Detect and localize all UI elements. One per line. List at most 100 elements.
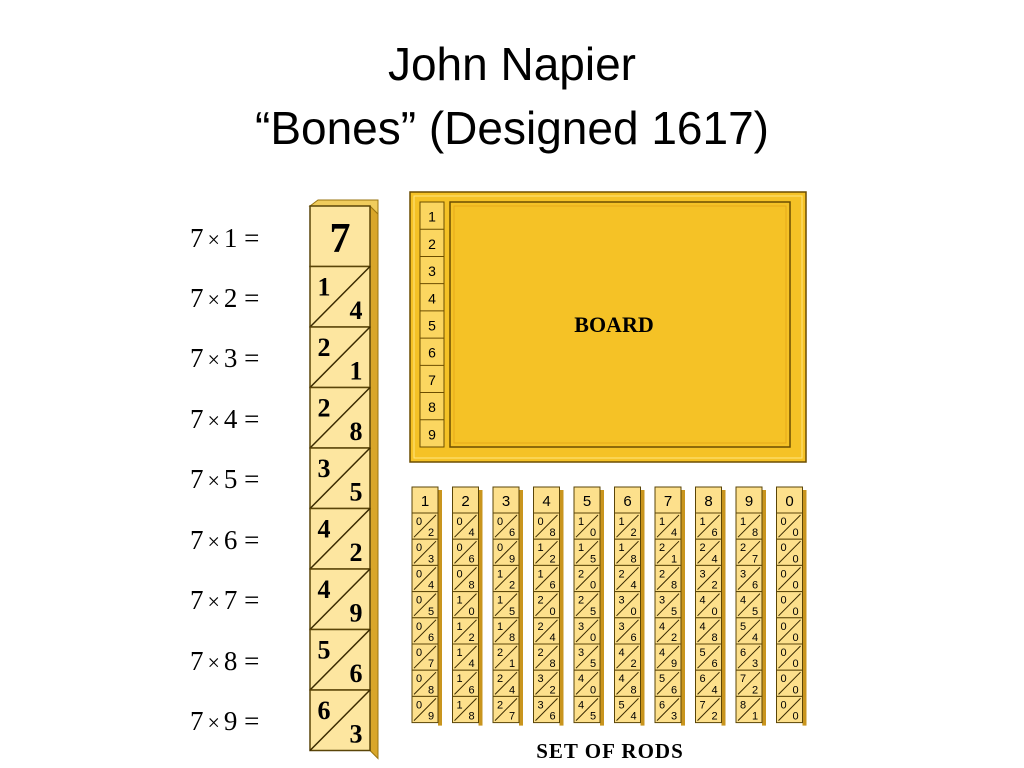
rod-cell (654, 695, 682, 724)
rod-cell (776, 538, 803, 566)
rod-cell (776, 564, 803, 593)
rod-units-digit: 2 (428, 527, 434, 539)
rod-tens-digit: 4 (618, 673, 624, 685)
rod-cell (614, 512, 641, 540)
rod-header-cell (533, 486, 560, 514)
rod-cell-diagonal (535, 645, 558, 669)
rod-cell (492, 695, 520, 724)
rod-units-digit: 4 (752, 632, 758, 644)
rod-units-digit: 6 (509, 527, 515, 539)
rod-cell (492, 564, 520, 593)
rod-units-digit: 0 (711, 606, 717, 618)
rod-tens-digit: 7 (740, 673, 746, 685)
rod-cell (452, 591, 479, 619)
rod-cell (533, 669, 560, 697)
rod-tens-digit: 2 (618, 568, 624, 580)
rod-cell-diagonal (737, 698, 761, 721)
rod-cell (533, 564, 560, 593)
large-bone-diagonal (309, 689, 371, 752)
rod-tens-digit: 0 (416, 568, 422, 580)
board-frame (409, 191, 807, 463)
times-sign: × (207, 589, 220, 614)
rod-cell (452, 669, 479, 697)
rod-cell-diagonal (575, 567, 599, 590)
rod-tens-digit: 1 (578, 516, 584, 528)
rod-units-digit: 3 (671, 711, 677, 723)
rod-cell-diagonal (656, 540, 680, 564)
rod-tens-digit: 1 (456, 621, 462, 633)
rod-tens-digit: 0 (456, 568, 462, 580)
equation-2: 7×2 = (190, 278, 300, 318)
rod-cell (533, 695, 560, 724)
rod-tens-digit: 0 (537, 516, 543, 528)
rod-cell (614, 591, 641, 619)
rod-units-digit: 2 (549, 553, 555, 565)
rod-cell (654, 512, 682, 540)
rod-cell-diagonal (413, 619, 437, 643)
rod-header-digit: 7 (664, 493, 672, 510)
equation-multiplier: 7 (190, 585, 204, 615)
rod-cell (533, 643, 560, 671)
rod-cell (776, 643, 803, 671)
rod-cell-diagonal (494, 593, 518, 617)
rod-tens-digit: 0 (416, 542, 422, 554)
rod-cell (411, 695, 439, 724)
rod-cell (695, 591, 722, 619)
rod-cell (614, 564, 641, 593)
rod-tens-digit: 1 (659, 516, 665, 528)
rod-cell-diagonal (535, 619, 558, 643)
rod-cell-diagonal (575, 671, 599, 695)
rod-units-digit: 2 (630, 527, 636, 539)
rod-tens-digit: 4 (618, 647, 624, 659)
rod-units-digit: 1 (752, 711, 758, 723)
rod-cell-diagonal (697, 567, 720, 590)
rod-units-digit: 0 (468, 606, 474, 618)
title-line-1: John Napier (387, 38, 637, 90)
large-bone-units-digit: 4 (350, 296, 363, 325)
board-index-strip (419, 201, 445, 448)
rod-units-digit: 8 (630, 684, 636, 696)
rod-tens-digit: 2 (659, 542, 665, 554)
rod-units-digit: 0 (792, 553, 798, 565)
rod-side (519, 490, 523, 726)
rod-side (559, 490, 564, 726)
rod-units-digit: 8 (752, 527, 758, 539)
rod-header-digit: 5 (583, 493, 591, 510)
rod-units-digit: 7 (428, 658, 434, 670)
rod-tens-digit: 3 (740, 568, 746, 580)
rod-header-cell (614, 486, 641, 514)
large-bone-units-digit: 8 (350, 417, 363, 446)
rod-tens-digit: 6 (699, 673, 705, 685)
rod-units-digit: 5 (428, 606, 434, 618)
rod-tens-digit: 4 (659, 621, 665, 633)
large-bone-diagonal (309, 507, 371, 570)
large-bone-cell (309, 326, 371, 389)
rod-cell (654, 617, 682, 645)
rod-tens-digit: 5 (659, 673, 665, 685)
rod-cell-diagonal (494, 567, 518, 590)
rod-tens-digit: 4 (659, 647, 665, 659)
rod-cell-diagonal (778, 593, 801, 617)
rod-units-digit: 5 (590, 658, 596, 670)
rod-units-digit: 5 (509, 606, 515, 618)
times-sign: × (207, 529, 220, 554)
rod-cell-diagonal (575, 619, 599, 643)
rod-tens-digit: 1 (456, 595, 462, 607)
rod-cell-diagonal (454, 698, 477, 721)
equals-sign: = (237, 223, 260, 253)
rod-cell-diagonal (697, 593, 720, 617)
rod-units-digit: 8 (428, 684, 434, 696)
rod-tens-digit: 4 (578, 699, 584, 711)
equation-multiplicand: 9 (223, 706, 238, 736)
rod-units-digit: 6 (752, 580, 758, 592)
equation-multiplicand: 1 (223, 223, 238, 253)
rod-tens-digit: 0 (780, 621, 786, 633)
board-inner-bevel (453, 205, 787, 444)
rod-cell (654, 591, 682, 619)
rod-header-cell (654, 486, 682, 514)
rod-units-digit: 0 (792, 632, 798, 644)
rod-units-digit: 5 (590, 711, 596, 723)
